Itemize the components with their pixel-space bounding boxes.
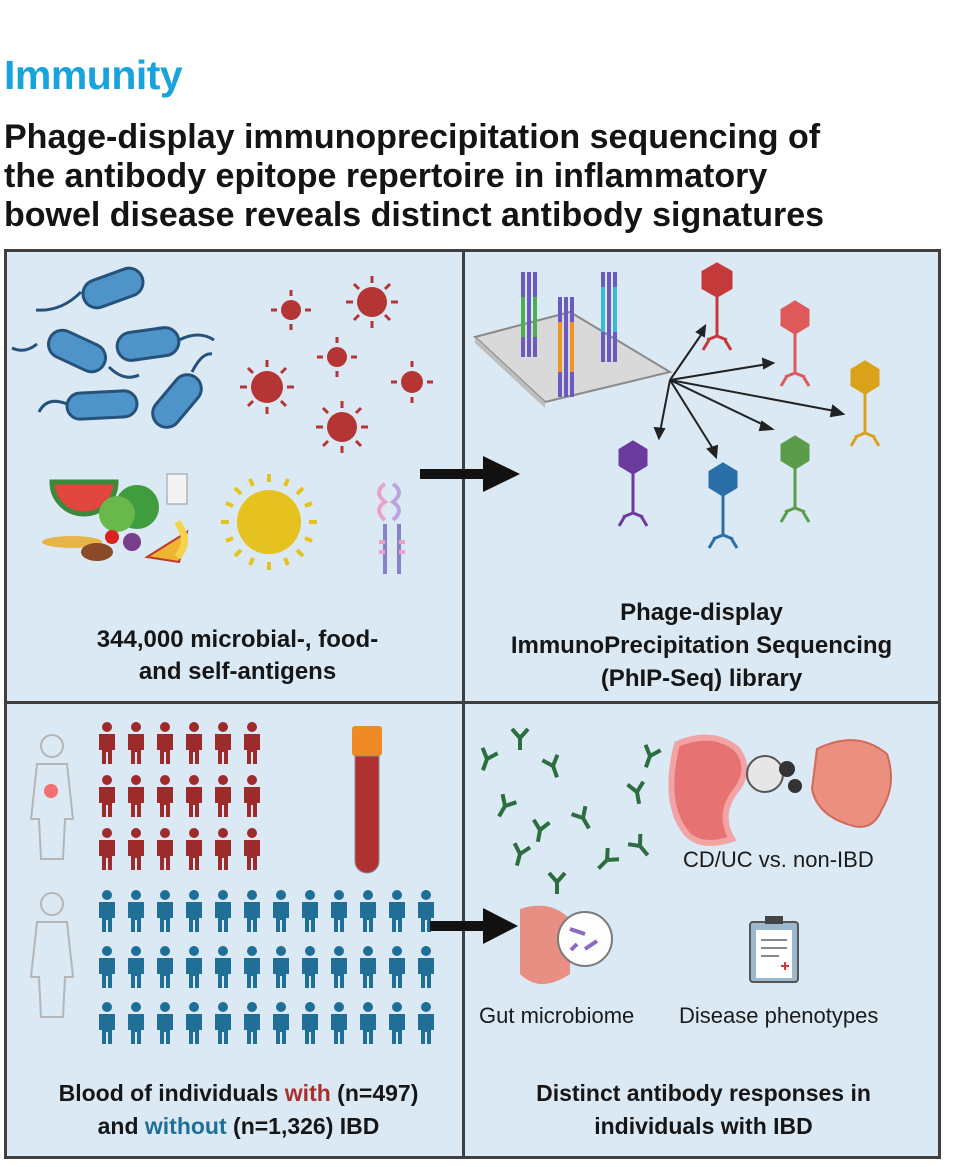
antigen-panel: 344,000 microbial-, food- and self-antig… (4, 249, 465, 704)
graphical-abstract-title: Phage-display immunoprecipitation sequen… (4, 118, 966, 235)
bacteriophage-icon (617, 262, 881, 549)
bacteria-icon (11, 266, 215, 429)
response-illustration (480, 727, 892, 984)
antibody-icon (480, 727, 662, 894)
title-line-2: the antibody epitope repertoire in infla… (4, 157, 768, 195)
journal-name: Immunity (4, 52, 183, 98)
non-ibd-controls-icon (99, 890, 434, 1044)
title-line-1: Phage-display immunoprecipitation sequen… (4, 118, 821, 156)
without-label: without (144, 1113, 227, 1139)
blood-tube-icon (352, 726, 382, 874)
brain-gears-icon (746, 755, 802, 793)
library-caption-line-1: Phage-display (620, 599, 783, 626)
gut-microbiome-icon (520, 905, 613, 984)
antigen-illustrations (11, 266, 433, 574)
microarray-slide-icon (472, 272, 673, 408)
antigen-caption-line-2: and self-antigens (138, 658, 337, 685)
inflamed-colon-icon (668, 734, 748, 846)
without-count: (n=1,326) IBD (226, 1113, 380, 1139)
antigen-caption: 344,000 microbial-, food- and self-antig… (27, 624, 448, 688)
cohort-prefix: Blood of individuals (58, 1080, 285, 1106)
with-count: (n=497) (330, 1080, 419, 1106)
cohort-caption-line-1: Blood of individuals with (n=497) (13, 1077, 464, 1110)
response-caption-line-2: individuals with IBD (594, 1113, 813, 1139)
phip-seq-library-panel: Phage-display ImmunoPrecipitation Sequen… (462, 249, 941, 704)
comparison-label: CD/UC vs. non-IBD (683, 847, 874, 872)
library-caption-line-2: ImmunoPrecipitation Sequencing (510, 632, 893, 659)
clipboard-icon (749, 916, 799, 983)
gut-microbiome-label: Gut microbiome (479, 1003, 635, 1028)
cohort-caption: Blood of individuals with (n=497) and wi… (13, 1077, 464, 1143)
and-label: and (97, 1113, 145, 1139)
virus-icon (240, 276, 433, 453)
response-caption-line-1: Distinct antibody responses in (536, 1080, 871, 1106)
antibody-response-panel: CD/UC vs. non-IBD Gut microbiome Disease… (462, 701, 941, 1159)
with-label: with (284, 1080, 331, 1106)
self-antigen-icon (377, 482, 405, 574)
human-body-icon (29, 734, 75, 1018)
cohort-panel: Blood of individuals with (n=497) and wi… (4, 701, 465, 1159)
response-caption: Distinct antibody responses in individua… (471, 1077, 936, 1143)
cohort-illustration (29, 722, 434, 1044)
antigen-caption-line-1: 344,000 microbial-, food- (96, 626, 379, 653)
phage-arrows (653, 323, 846, 460)
library-caption: Phage-display ImmunoPrecipitation Sequen… (469, 596, 934, 695)
title-line-3: bowel disease reveals distinct antibody … (4, 196, 825, 234)
disease-phenotypes-label: Disease phenotypes (679, 1003, 879, 1028)
healthy-colon-icon (810, 739, 892, 828)
library-caption-line-3: (PhIP-Seq) library (600, 665, 803, 692)
phage-library-illustration (472, 262, 881, 549)
pollen-icon (221, 474, 317, 570)
ibd-patients-icon (99, 722, 260, 870)
cohort-caption-line-2: and without (n=1,326) IBD (13, 1110, 464, 1143)
food-icon (42, 473, 189, 564)
